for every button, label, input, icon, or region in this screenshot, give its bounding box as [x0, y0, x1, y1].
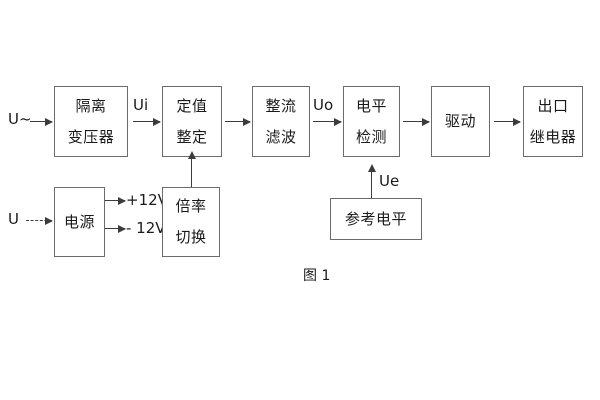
block-output-relay[interactable]: 出口 继电器 — [523, 86, 583, 157]
block-rectify-filter-line-2: 滤波 — [265, 127, 297, 146]
block-multiplier-switch[interactable]: 倍率 切换 — [162, 187, 220, 257]
block-rectify-filter[interactable]: 整流 滤波 — [252, 86, 310, 157]
arrow-input-to-isolation-transformer — [30, 117, 53, 126]
block-output-relay-line-2: 继电器 — [529, 127, 577, 146]
input-label-ac: U~ — [8, 110, 32, 128]
arrow-isolation-transformer-to-setpoint-setting — [133, 117, 161, 126]
signal-label-ui: Ui — [133, 96, 149, 114]
block-multiplier-switch-line-1: 倍率 — [175, 197, 207, 215]
block-drive[interactable]: 驱动 — [431, 86, 490, 157]
signal-label-ue: Ue — [379, 172, 400, 190]
arrow-drive-to-output-relay — [494, 117, 521, 126]
arrow-level-detection-to-drive — [403, 117, 430, 126]
arrow-power-supply-rail-positive — [105, 196, 126, 205]
block-output-relay-line-1: 出口 — [537, 96, 569, 115]
rail-label-positive: +12V — [126, 191, 168, 209]
arrow-power-supply-rail-negative — [105, 224, 126, 233]
block-isolation-transformer[interactable]: 隔离 变压器 — [54, 86, 128, 157]
block-isolation-transformer-line-1: 隔离 — [75, 96, 107, 115]
block-setpoint-setting-line-1: 定值 — [176, 96, 208, 115]
block-setpoint-setting[interactable]: 定值 整定 — [162, 86, 222, 157]
arrow-rectify-filter-to-level-detection — [313, 117, 342, 126]
arrow-setpoint-setting-to-rectify-filter — [225, 117, 251, 126]
arrow-multiplier-switch-to-setpoint-setting — [187, 151, 196, 187]
block-isolation-transformer-line-2: 变压器 — [67, 127, 115, 146]
block-reference-level-line-1: 参考电平 — [344, 209, 407, 228]
block-rectify-filter-line-1: 整流 — [265, 96, 297, 115]
rail-label-negative: - 12V — [126, 219, 166, 237]
block-level-detection-line-2: 检测 — [355, 127, 387, 146]
arrow-reference-level-to-level-detection — [367, 164, 376, 198]
arrow-input-to-power-supply — [26, 216, 53, 225]
input-label-dc: U — [8, 210, 19, 228]
block-power-supply[interactable]: 电源 — [54, 187, 105, 257]
block-level-detection-line-1: 电平 — [355, 96, 387, 115]
signal-label-uo: Uo — [313, 96, 334, 114]
block-setpoint-setting-line-2: 整定 — [176, 127, 208, 146]
block-multiplier-switch-line-2: 切换 — [175, 228, 207, 246]
figure-caption: 图 1 — [303, 268, 331, 284]
block-drive-line-1: 驱动 — [444, 112, 476, 130]
block-reference-level[interactable]: 参考电平 — [330, 198, 422, 240]
block-power-supply-line-1: 电源 — [63, 212, 95, 231]
block-level-detection[interactable]: 电平 检测 — [343, 86, 400, 157]
